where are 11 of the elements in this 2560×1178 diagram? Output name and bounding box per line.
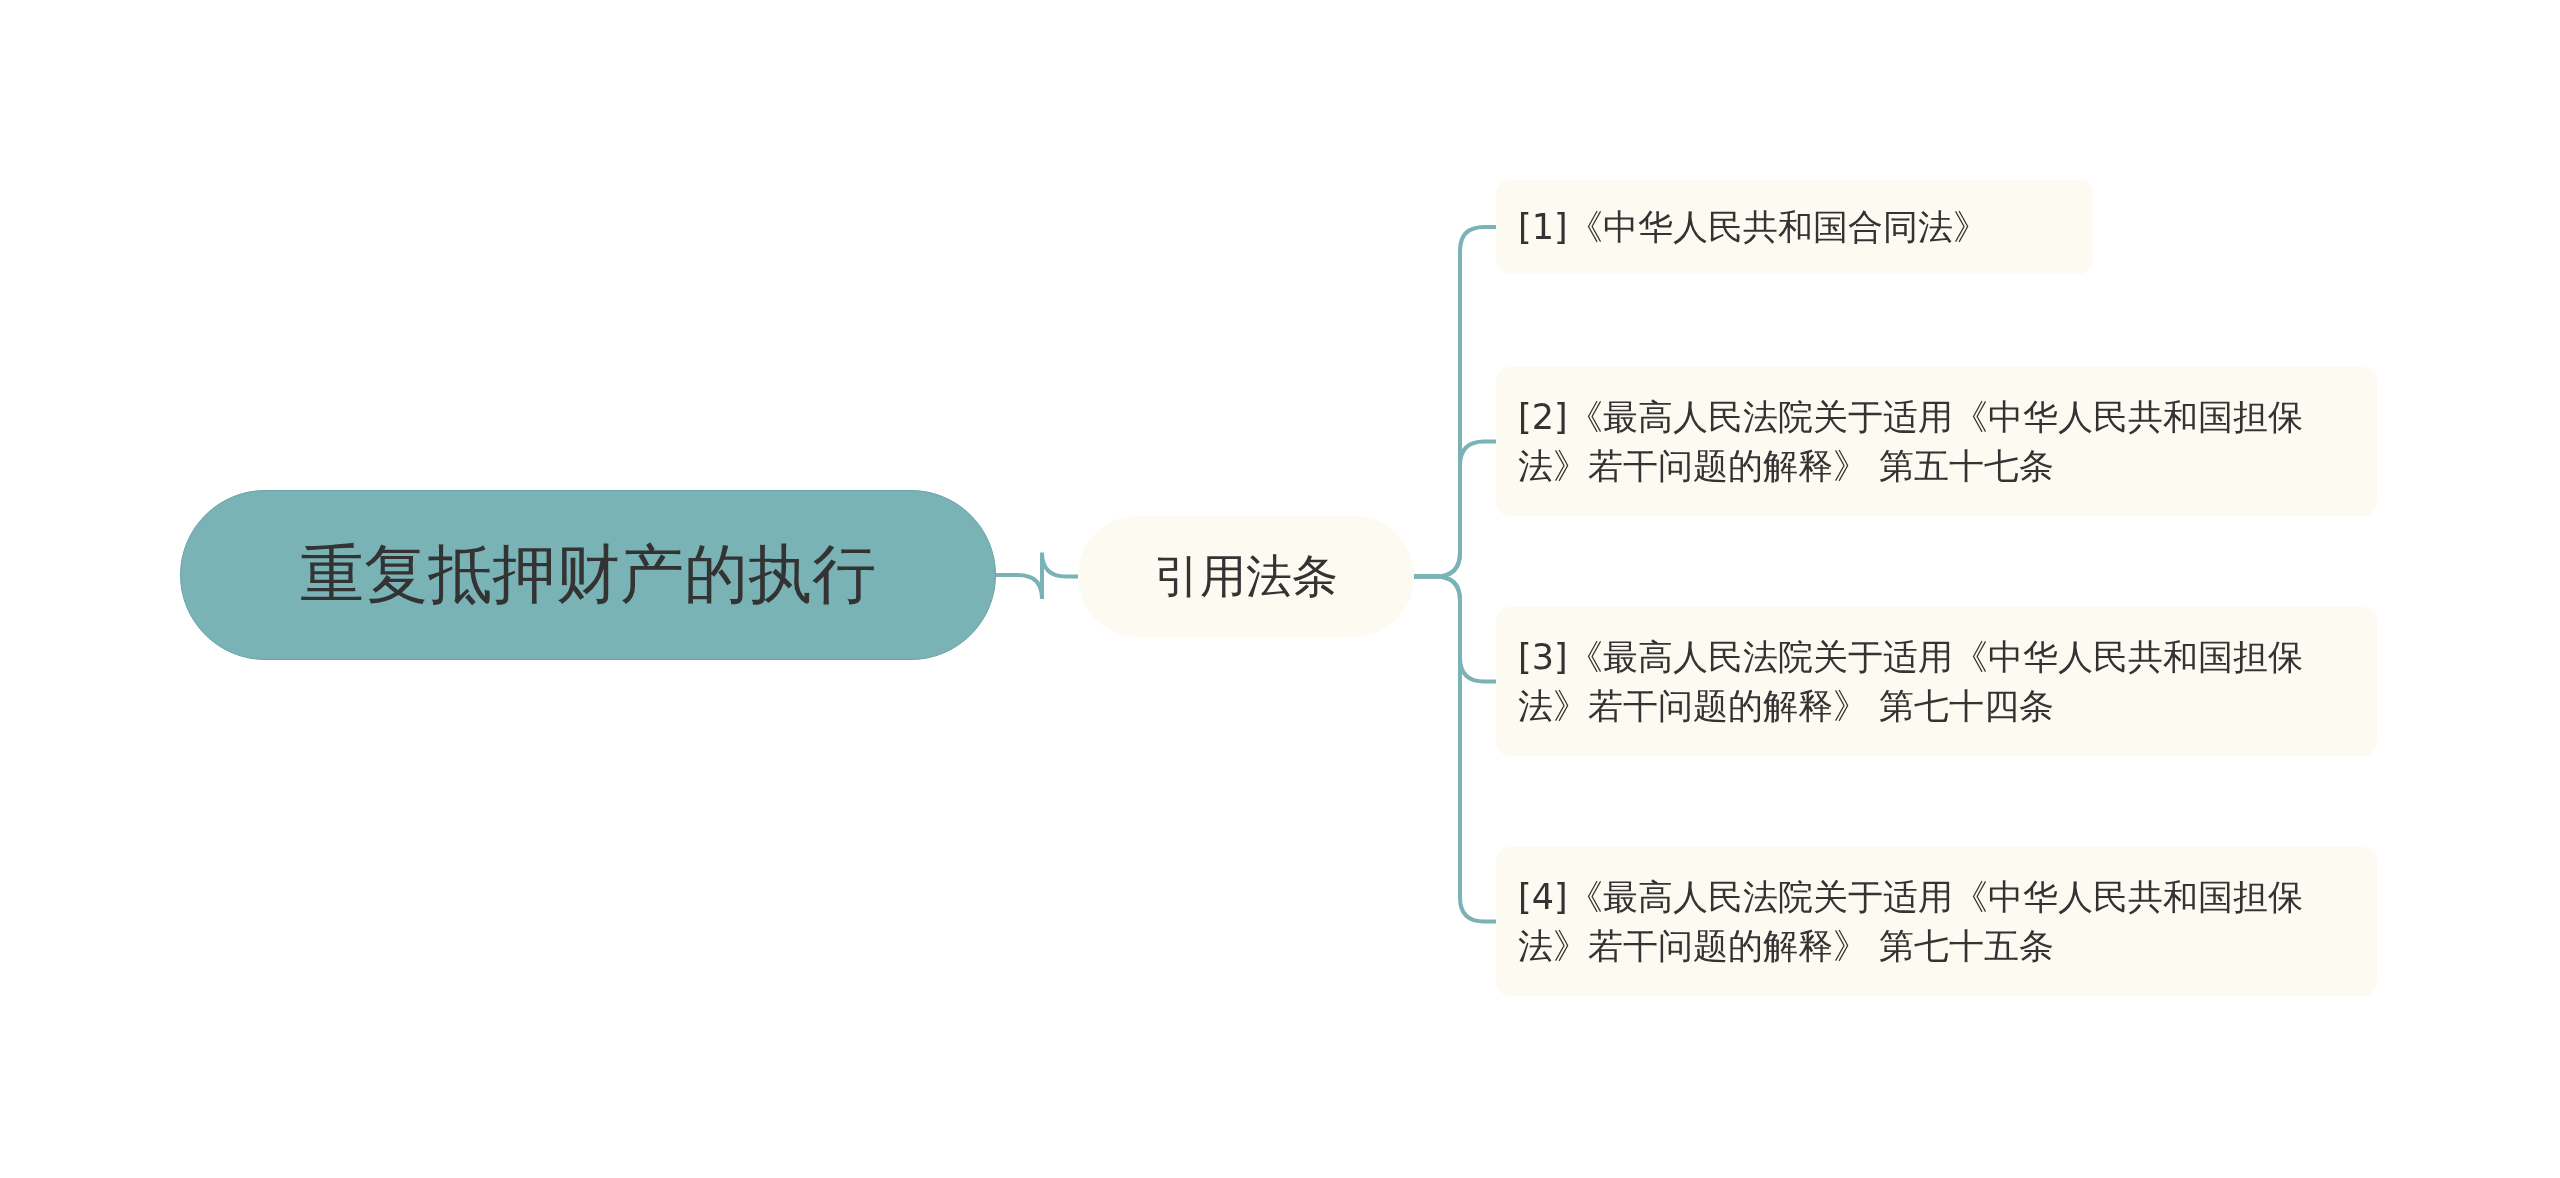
root-topic-text: 重复抵押财产的执行	[300, 536, 876, 614]
citation-text: [2]《最高人民法院关于适用《中华人民共和国担保法》若干问题的解释》 第五十七条	[1518, 395, 2304, 488]
citation-text: [3]《最高人民法院关于适用《中华人民共和国担保法》若干问题的解释》 第七十四条	[1518, 635, 2304, 728]
citation-text: [4]《最高人民法院关于适用《中华人民共和国担保法》若干问题的解释》 第七十五条	[1518, 875, 2304, 968]
citation-text: [1]《中华人民共和国合同法》	[1518, 205, 1988, 249]
topic-text: 引用法条	[1154, 548, 1338, 606]
citation-box	[1496, 847, 2377, 996]
citation-box	[1496, 180, 2093, 274]
citation-box	[1496, 367, 2377, 516]
connector-line	[996, 550, 1078, 601]
citation-box	[1496, 607, 2377, 756]
